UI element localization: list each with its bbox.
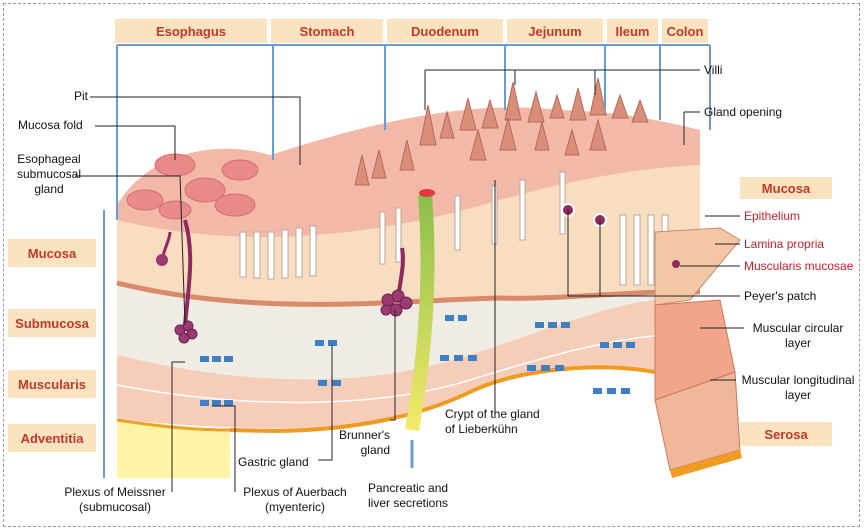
segment-header-stomach: Stomach bbox=[271, 19, 383, 43]
layer-label-mucosa: Mucosa bbox=[8, 239, 96, 267]
label-gland-opening: Gland opening bbox=[704, 105, 782, 120]
label-gastric-gland: Gastric gland bbox=[238, 455, 309, 470]
label-mucosa-box: Mucosa bbox=[740, 177, 832, 199]
label-brunners-gland: Brunner's gland bbox=[310, 428, 390, 458]
label-plexus-meissner: Plexus of Meissner (submucosal) bbox=[55, 485, 175, 515]
layer-label-submucosa: Submucosa bbox=[8, 309, 96, 337]
label-muscularis-mucosae: Muscularis mucosae bbox=[744, 259, 853, 274]
segment-header-colon: Colon bbox=[662, 19, 708, 43]
label-peyers-patch: Peyer's patch bbox=[744, 289, 816, 304]
segment-header-esophagus: Esophagus bbox=[115, 19, 267, 43]
label-pit: Pit bbox=[74, 89, 88, 104]
segment-header-duodenum: Duodenum bbox=[387, 19, 503, 43]
label-lamina-propria: Lamina propria bbox=[744, 237, 824, 252]
label-epithelium: Epithelium bbox=[744, 209, 800, 224]
label-plexus-auerbach: Plexus of Auerbach (myenteric) bbox=[237, 485, 353, 515]
label-muscular-circular: Muscular circular layer bbox=[742, 321, 854, 351]
segment-header-ileum: Ileum bbox=[607, 19, 658, 43]
label-esophageal-gland: Esophageal submucosal gland bbox=[14, 152, 84, 197]
label-pancreatic-secretions: Pancreatic and liver secretions bbox=[368, 481, 448, 511]
label-serosa-box: Serosa bbox=[740, 422, 832, 446]
layer-label-adventitia: Adventitia bbox=[8, 424, 96, 452]
label-crypt: Crypt of the gland of Lieberkühn bbox=[445, 407, 540, 437]
label-mucosa-fold: Mucosa fold bbox=[18, 118, 83, 133]
label-muscular-longitudinal: Muscular longitudinal layer bbox=[736, 373, 860, 403]
layer-label-muscularis: Muscularis bbox=[8, 370, 96, 398]
label-villi: Villi bbox=[704, 63, 722, 78]
segment-header-jejunum: Jejunum bbox=[507, 19, 603, 43]
